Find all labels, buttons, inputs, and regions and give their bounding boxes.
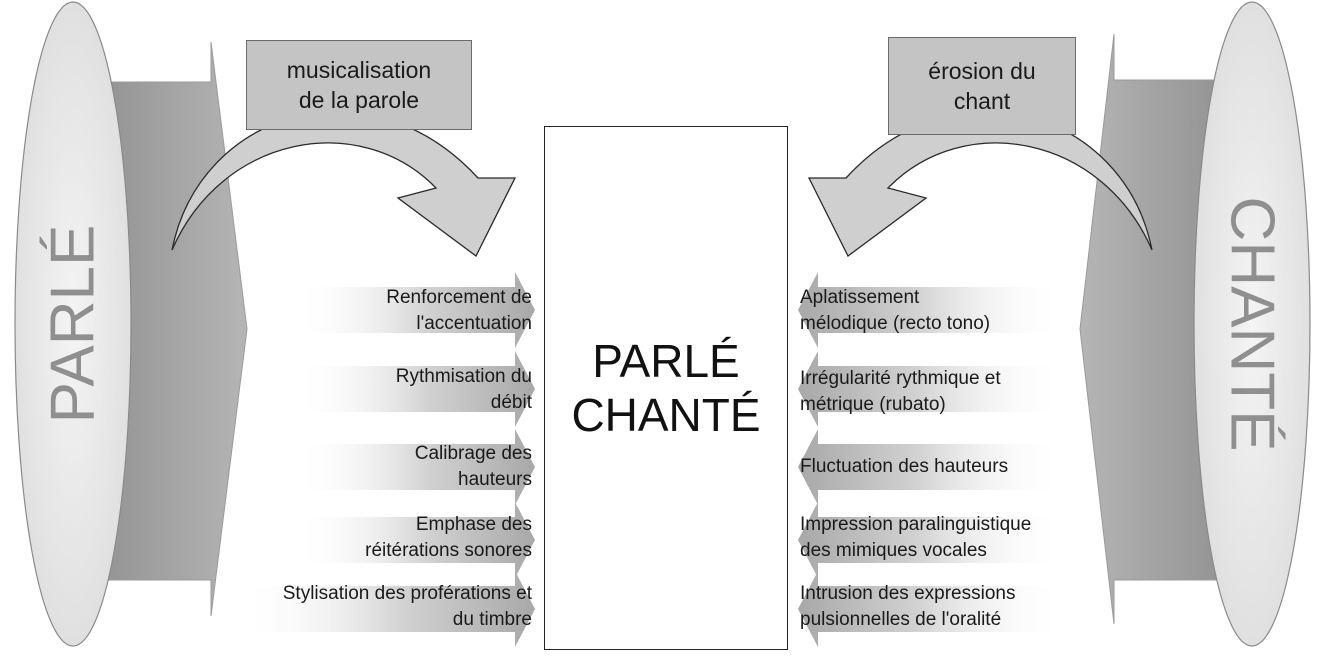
right-arrow-2: [798, 351, 1065, 427]
left-item-4-line1: Emphase des: [415, 514, 532, 535]
left-item-5-line1: Stylisation des proférations et: [282, 583, 532, 604]
right-item-5-line2: pulsionnelles de l'oralité: [800, 609, 1002, 630]
right-item-2: Irrégularité rythmique et métrique (ruba…: [800, 366, 1001, 418]
left-item-5-line2: du timbre: [452, 609, 532, 630]
right-arrow-1: [798, 272, 1065, 348]
left-item-4: Emphase des réitérations sonores: [365, 512, 532, 564]
left-item-1-line2: l'accentuation: [416, 313, 532, 334]
left-small-arrows: [240, 272, 535, 647]
left-item-2-line2: débit: [490, 392, 532, 413]
center-box: PARLÉ CHANTÉ: [544, 126, 788, 650]
right-arrow-5: [798, 571, 1065, 647]
left-item-5: Stylisation des proférations et du timbr…: [283, 581, 532, 633]
musicalisation-box-line2: de la parole: [298, 87, 420, 113]
right-item-1: Aplatissement mélodique (recto tono): [800, 285, 990, 337]
left-item-3-line1: Calibrage des: [414, 443, 532, 464]
right-item-3: Fluctuation des hauteurs: [800, 454, 1008, 480]
right-item-1-line2: mélodique (recto tono): [800, 313, 991, 334]
right-item-4-line1: Impression paralinguistique: [800, 514, 1032, 535]
right-item-1-line1: Aplatissement: [800, 287, 920, 308]
musicalisation-box: musicalisation de la parole: [246, 40, 472, 130]
right-arrow-3: [798, 429, 1065, 505]
left-item-4-line2: réitérations sonores: [365, 540, 532, 561]
left-item-1: Renforcement de l'accentuation: [386, 285, 532, 337]
left-arrow-3: [295, 429, 535, 505]
right-item-2-line2: métrique (rubato): [800, 394, 946, 415]
left-item-3: Calibrage des hauteurs: [415, 441, 532, 493]
right-item-3-line1: Fluctuation des hauteurs: [800, 456, 1009, 477]
right-small-arrows: [798, 272, 1065, 647]
chante-side-label: CHANTÉ: [1217, 196, 1287, 452]
right-item-4-line2: des mimiques vocales: [800, 540, 987, 561]
left-arrow-5: [240, 571, 535, 647]
left-arrow-2: [295, 351, 535, 427]
right-item-4: Impression paralinguistique des mimiques…: [800, 512, 1031, 564]
right-item-5: Intrusion des expressions pulsionnelles …: [800, 581, 1015, 633]
right-ellipse: [1193, 1, 1311, 647]
left-item-1-line1: Renforcement de: [386, 287, 532, 308]
left-item-2: Rythmisation du débit: [396, 364, 532, 416]
erosion-box: érosion du chant: [888, 37, 1076, 135]
right-arrow-4: [798, 502, 1065, 578]
right-item-2-line1: Irrégularité rythmique et: [800, 368, 1001, 389]
left-arrow-4: [295, 502, 535, 578]
right-curved-arrow: [807, 111, 1153, 257]
left-item-3-line2: hauteurs: [458, 469, 532, 490]
musicalisation-box-line1: musicalisation: [286, 57, 432, 83]
center-title-line1: PARLÉ: [592, 335, 740, 387]
left-ellipse: [14, 1, 132, 647]
erosion-box-line1: érosion du: [928, 58, 1036, 84]
left-curved-arrow: [171, 111, 517, 257]
parle-side-label: PARLÉ: [38, 224, 108, 424]
center-title-line2: CHANTÉ: [571, 389, 761, 441]
left-item-2-line1: Rythmisation du: [395, 366, 532, 387]
left-arrow-1: [295, 272, 535, 348]
right-item-5-line1: Intrusion des expressions: [800, 583, 1016, 604]
erosion-box-line2: chant: [953, 88, 1011, 114]
